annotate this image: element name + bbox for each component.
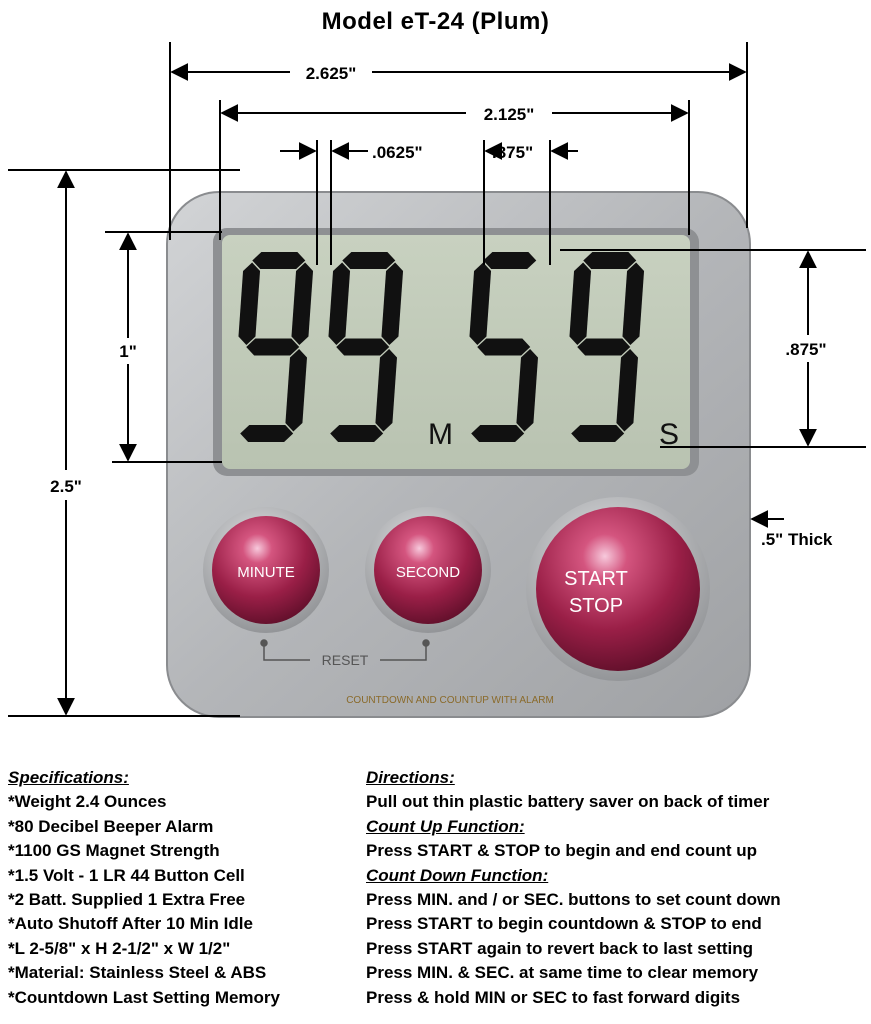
- lcd-segment: [238, 262, 261, 345]
- spec-item: *L 2-5/8" x H 2-1/2" x W 1/2": [8, 938, 231, 958]
- dimension-lines: [8, 42, 866, 717]
- specifications-heading: Specifications:: [8, 768, 129, 787]
- lcd-segment: [516, 349, 539, 432]
- minute-button[interactable]: MINUTE: [203, 507, 329, 633]
- reset-bracket: [260, 639, 430, 661]
- segment-gap-label: .0625": [372, 143, 423, 162]
- count-up-instruction: Press START & STOP to begin and end coun…: [366, 841, 758, 861]
- count-down-instruction: Press & hold MIN or SEC to fast forward …: [366, 987, 741, 1007]
- spec-item: *Weight 2.4 Ounces: [8, 792, 167, 812]
- count-down-instruction: Press START to begin countdown & STOP to…: [366, 914, 762, 934]
- lcd-segment: [616, 349, 639, 432]
- lcd-digit: [238, 252, 314, 442]
- lcd-segment: [375, 349, 398, 432]
- display-width-label: 2.125": [484, 105, 535, 124]
- count-down-heading: Count Down Function:: [366, 865, 549, 885]
- lcd-segment: [477, 338, 531, 356]
- lcd-segment: [330, 425, 384, 442]
- spec-item: *Countdown Last Setting Memory: [8, 987, 280, 1007]
- spec-item: *Material: Stainless Steel & ABS: [8, 963, 267, 983]
- lcd-segment: [381, 262, 404, 345]
- stop-label: STOP: [569, 595, 623, 617]
- lcd-segment: [577, 338, 631, 356]
- spec-item: *2 Batt. Supplied 1 Extra Free: [8, 890, 246, 910]
- spec-item: *1100 GS Magnet Strength: [8, 841, 220, 861]
- page-title: Model eT-24 (Plum): [321, 8, 550, 35]
- timer-diagram: M S MINUTE SECOND START STOP RESET COUNT…: [8, 42, 866, 718]
- start-stop-button[interactable]: START STOP: [526, 497, 710, 681]
- display-height-label: 1": [119, 342, 137, 361]
- lcd-segment: [291, 262, 314, 345]
- count-down-instruction: Press MIN. & SEC. at same time to clear …: [366, 963, 759, 983]
- thickness-label: .5" Thick: [761, 530, 833, 549]
- overall-width-label: 2.625": [306, 64, 357, 83]
- lcd-segment: [583, 252, 637, 269]
- reset-label: RESET: [322, 652, 369, 668]
- lcd-segment: [469, 262, 492, 345]
- imprint-text: COUNTDOWN AND COUNTUP WITH ALARM: [346, 695, 554, 706]
- lcd-segment: [471, 425, 525, 442]
- overall-height-label: 2.5": [50, 477, 82, 496]
- lcd-segment: [328, 262, 351, 345]
- second-unit-label: S: [659, 418, 679, 451]
- spec-item: *80 Decibel Beeper Alarm: [8, 816, 214, 836]
- lcd-digit: [469, 252, 539, 442]
- digit-width-label: .375": [492, 143, 533, 162]
- lcd-segment: [622, 262, 645, 345]
- count-down-instruction: Press START again to revert back to last…: [366, 938, 754, 958]
- lcd-digits: [238, 252, 645, 442]
- lcd-segment: [336, 338, 390, 356]
- lcd-segment: [252, 252, 306, 269]
- second-button-label: SECOND: [396, 564, 460, 581]
- lcd-segment: [571, 425, 625, 442]
- battery-instruction: Pull out thin plastic battery saver on b…: [366, 792, 770, 812]
- lcd-segment: [483, 252, 537, 269]
- lcd-digit: [569, 252, 645, 442]
- specifications-block: Specifications: *Weight 2.4 Ounces *80 D…: [8, 766, 280, 1010]
- directions-block: Directions: Pull out thin plastic batter…: [366, 766, 781, 1010]
- lcd-segment: [240, 425, 294, 442]
- lcd-digit: [328, 252, 404, 442]
- second-button[interactable]: SECOND: [365, 507, 491, 633]
- count-down-instruction: Press MIN. and / or SEC. buttons to set …: [366, 890, 781, 910]
- start-label: START: [564, 568, 628, 590]
- digit-height-label: .875": [785, 340, 826, 359]
- lcd-segment: [285, 349, 308, 432]
- minute-button-label: MINUTE: [237, 564, 295, 581]
- spec-item: *1.5 Volt - 1 LR 44 Button Cell: [8, 865, 245, 885]
- lcd-segment: [246, 338, 300, 356]
- count-up-heading: Count Up Function:: [366, 816, 525, 836]
- minute-unit-label: M: [428, 418, 453, 451]
- spec-item: *Auto Shutoff After 10 Min Idle: [8, 914, 253, 934]
- lcd-segment: [569, 262, 592, 345]
- directions-heading: Directions:: [366, 768, 455, 787]
- lcd-segment: [342, 252, 396, 269]
